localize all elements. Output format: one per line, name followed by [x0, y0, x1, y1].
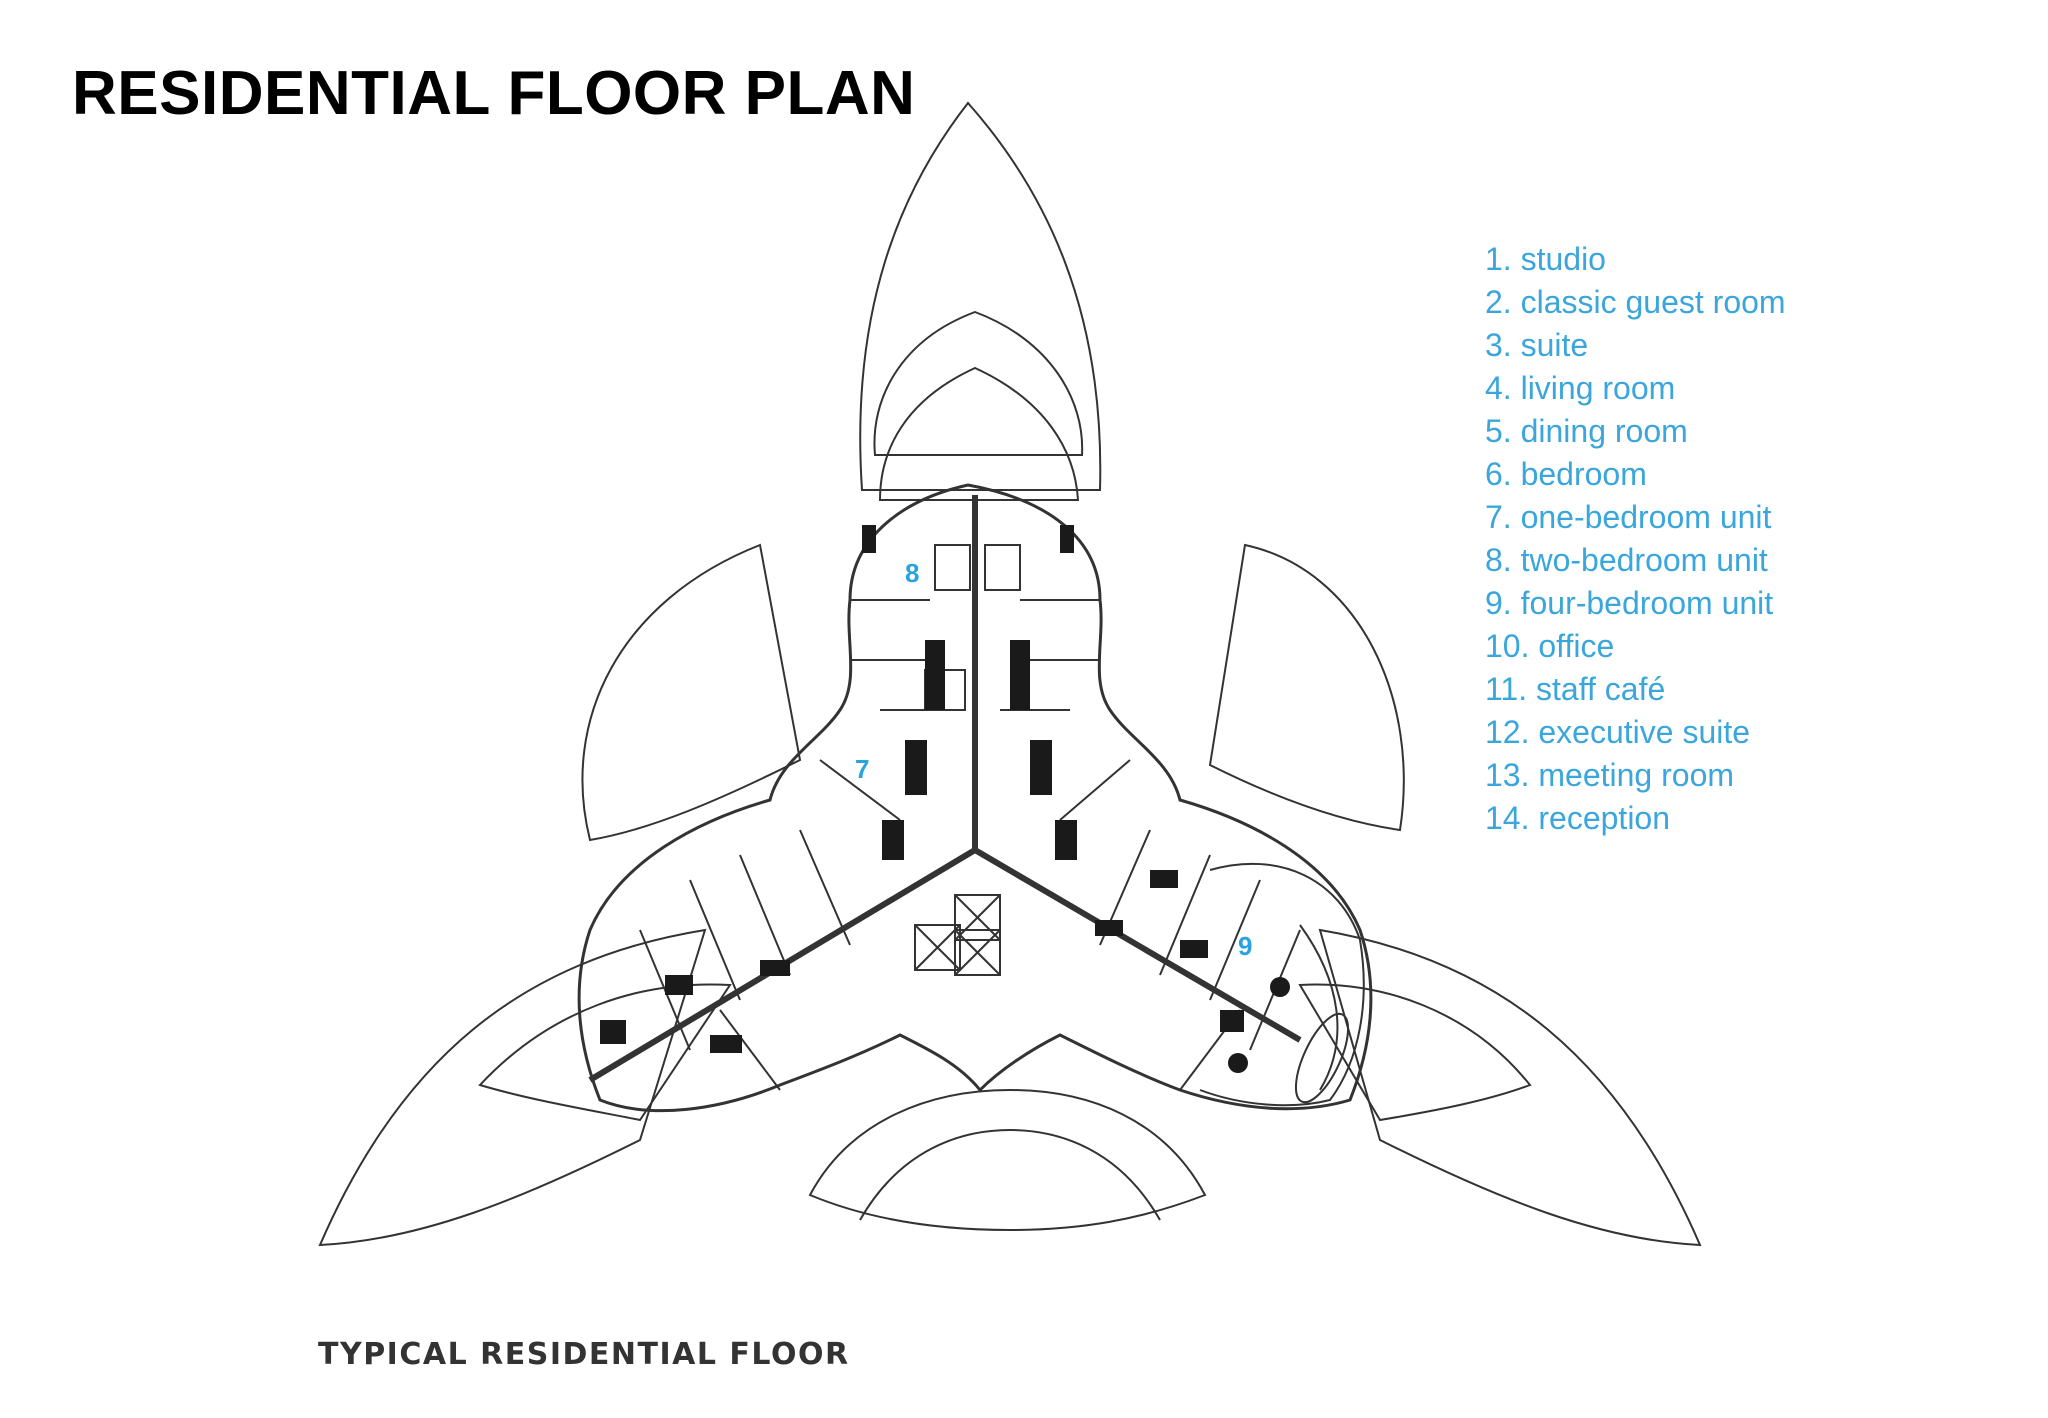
legend-item: 2. classic guest room: [1485, 284, 1786, 320]
legend-item: 1. studio: [1485, 241, 1606, 277]
legend-item: 8. two-bedroom unit: [1485, 542, 1768, 578]
legend-item: 10. office: [1485, 628, 1615, 664]
legend-item: 14. reception: [1485, 800, 1671, 836]
legend-item: 13. meeting room: [1485, 757, 1735, 793]
core-elevator-3: [954, 929, 1001, 976]
inner-petal-top-2: [878, 366, 1080, 501]
inner-petal-top-1: [873, 310, 1084, 456]
drawing-caption: TYPICAL RESIDENTIAL FLOOR: [318, 1337, 850, 1372]
legend-item: 7. one-bedroom unit: [1485, 499, 1772, 535]
legend-item: 3. suite: [1485, 327, 1589, 363]
stair-north-left: [934, 544, 971, 591]
page-title: RESIDENTIAL FLOOR PLAN: [72, 59, 916, 128]
inner-petal-lower-left-1: [478, 983, 732, 1122]
building-outline: [577, 483, 1373, 1113]
legend-item: 5. dining room: [1485, 413, 1688, 449]
outer-petal-right-upper: [1208, 543, 1405, 832]
inner-petal-lower-right-1: [1298, 983, 1532, 1122]
outer-petal-left-upper: [581, 543, 802, 842]
unit-9-oval: [1294, 1012, 1350, 1104]
legend-item: 4. living room: [1485, 370, 1676, 406]
spine-southeast: [973, 847, 1302, 1043]
stair-north-right: [984, 544, 1021, 591]
outer-petal-lower-right: [1318, 928, 1702, 1247]
outer-petal-lower-left: [318, 928, 707, 1247]
unit-9-curve: [1299, 924, 1339, 1091]
unit-tag-9: 9: [1238, 931, 1252, 961]
legend-item: 9. four-bedroom unit: [1485, 585, 1774, 621]
core-elevator-1: [914, 924, 961, 971]
legend-item: 12. executive suite: [1485, 714, 1751, 750]
outer-petal-top: [859, 101, 1102, 491]
legend-item: 6. bedroom: [1485, 456, 1647, 492]
outer-petal-bottom: [808, 1088, 1207, 1232]
legend-item: 11. staff café: [1485, 671, 1666, 707]
unit-tag-8: 8: [905, 558, 919, 588]
unit-tag-7: 7: [855, 754, 869, 784]
core-elevator-2: [954, 894, 1001, 941]
unit-9-outline: [1199, 862, 1365, 1107]
room-legend: 1. studio 2. classic guest room 3. suite…: [1485, 238, 1786, 840]
outer-petal-bottom-wide: [859, 1128, 1161, 1221]
